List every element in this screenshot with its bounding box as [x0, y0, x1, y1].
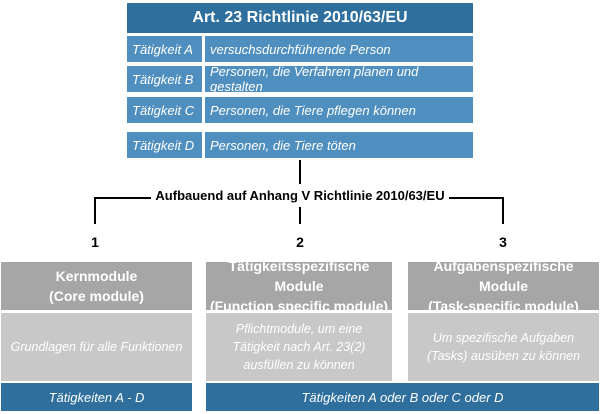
- connector-label-wrap: Aufbauend auf Anhang V Richtlinie 2010/6…: [0, 188, 600, 203]
- header-title: Art. 23 Richtlinie 2010/63/EU: [192, 9, 408, 26]
- connector-drop-3: [502, 197, 504, 224]
- activity-label-d: Tätigkeit D: [127, 132, 202, 158]
- footer-core-label: Tätigkeiten A - D: [48, 389, 145, 405]
- module-1-body-line1: Grundlagen für alle Funktionen: [10, 340, 183, 354]
- activity-label-c: Tätigkeit C: [127, 97, 202, 123]
- module-2-body-line2: Tätigkeit nach Art. 23(2): [232, 340, 366, 354]
- module-number-2: 2: [296, 234, 304, 250]
- module-1-title: Kernmodule: [55, 268, 138, 284]
- module-2-body-line3: ausfüllen zu können: [243, 358, 355, 372]
- module-1-body: Grundlagen für alle Funktionen: [1, 313, 192, 381]
- footer-core: Tätigkeiten A - D: [1, 383, 192, 411]
- activity-label-a: Tätigkeit A: [127, 36, 202, 62]
- module-3-title: Aufgabenspezifische Module: [433, 258, 574, 294]
- module-3-body-line2: (Tasks) ausüben zu können: [426, 349, 581, 363]
- module-1-header: Kernmodule (Core module): [1, 262, 192, 310]
- footer-function-task-label: Tätigkeiten A oder B oder C oder D: [301, 389, 504, 405]
- activity-desc-b: Personen, die Verfahren planen und gesta…: [205, 64, 473, 94]
- module-2-subtitle: (Function specific module): [209, 298, 389, 314]
- module-3-body-line1: Um spezifische Aufgaben: [432, 331, 575, 345]
- module-number-3: 3: [499, 234, 507, 250]
- connector-drop-2: [299, 207, 301, 224]
- header-title-box: Art. 23 Richtlinie 2010/63/EU: [127, 3, 473, 33]
- module-2-body-line1: Pflichtmodule, um eine: [235, 322, 363, 336]
- module-2-body: Pflichtmodule, um eine Tätigkeit nach Ar…: [206, 313, 392, 381]
- module-3-header: Aufgabenspezifische Module (Task-specifi…: [408, 258, 599, 314]
- module-2-header: Tätigkeitsspezifische Module (Function s…: [206, 258, 392, 314]
- connector-drop-1: [94, 197, 96, 224]
- activity-desc-d: Personen, die Tiere töten: [205, 132, 473, 158]
- activity-label-b: Tätigkeit B: [127, 66, 202, 92]
- module-3-body: Um spezifische Aufgaben (Tasks) ausüben …: [408, 313, 599, 381]
- footer-function-task: Tätigkeiten A oder B oder C oder D: [206, 383, 599, 411]
- activity-desc-a: versuchsdurchführende Person: [205, 36, 473, 62]
- module-2-title: Tätigkeitsspezifische Module: [228, 258, 370, 294]
- connector-label: Aufbauend auf Anhang V Richtlinie 2010/6…: [151, 188, 449, 203]
- module-3-subtitle: (Task-specific module): [428, 298, 579, 314]
- module-number-1: 1: [91, 234, 99, 250]
- activity-desc-c: Personen, die Tiere pflegen können: [205, 97, 473, 123]
- connector-stem: [299, 160, 301, 184]
- module-1-subtitle: (Core module): [49, 288, 144, 304]
